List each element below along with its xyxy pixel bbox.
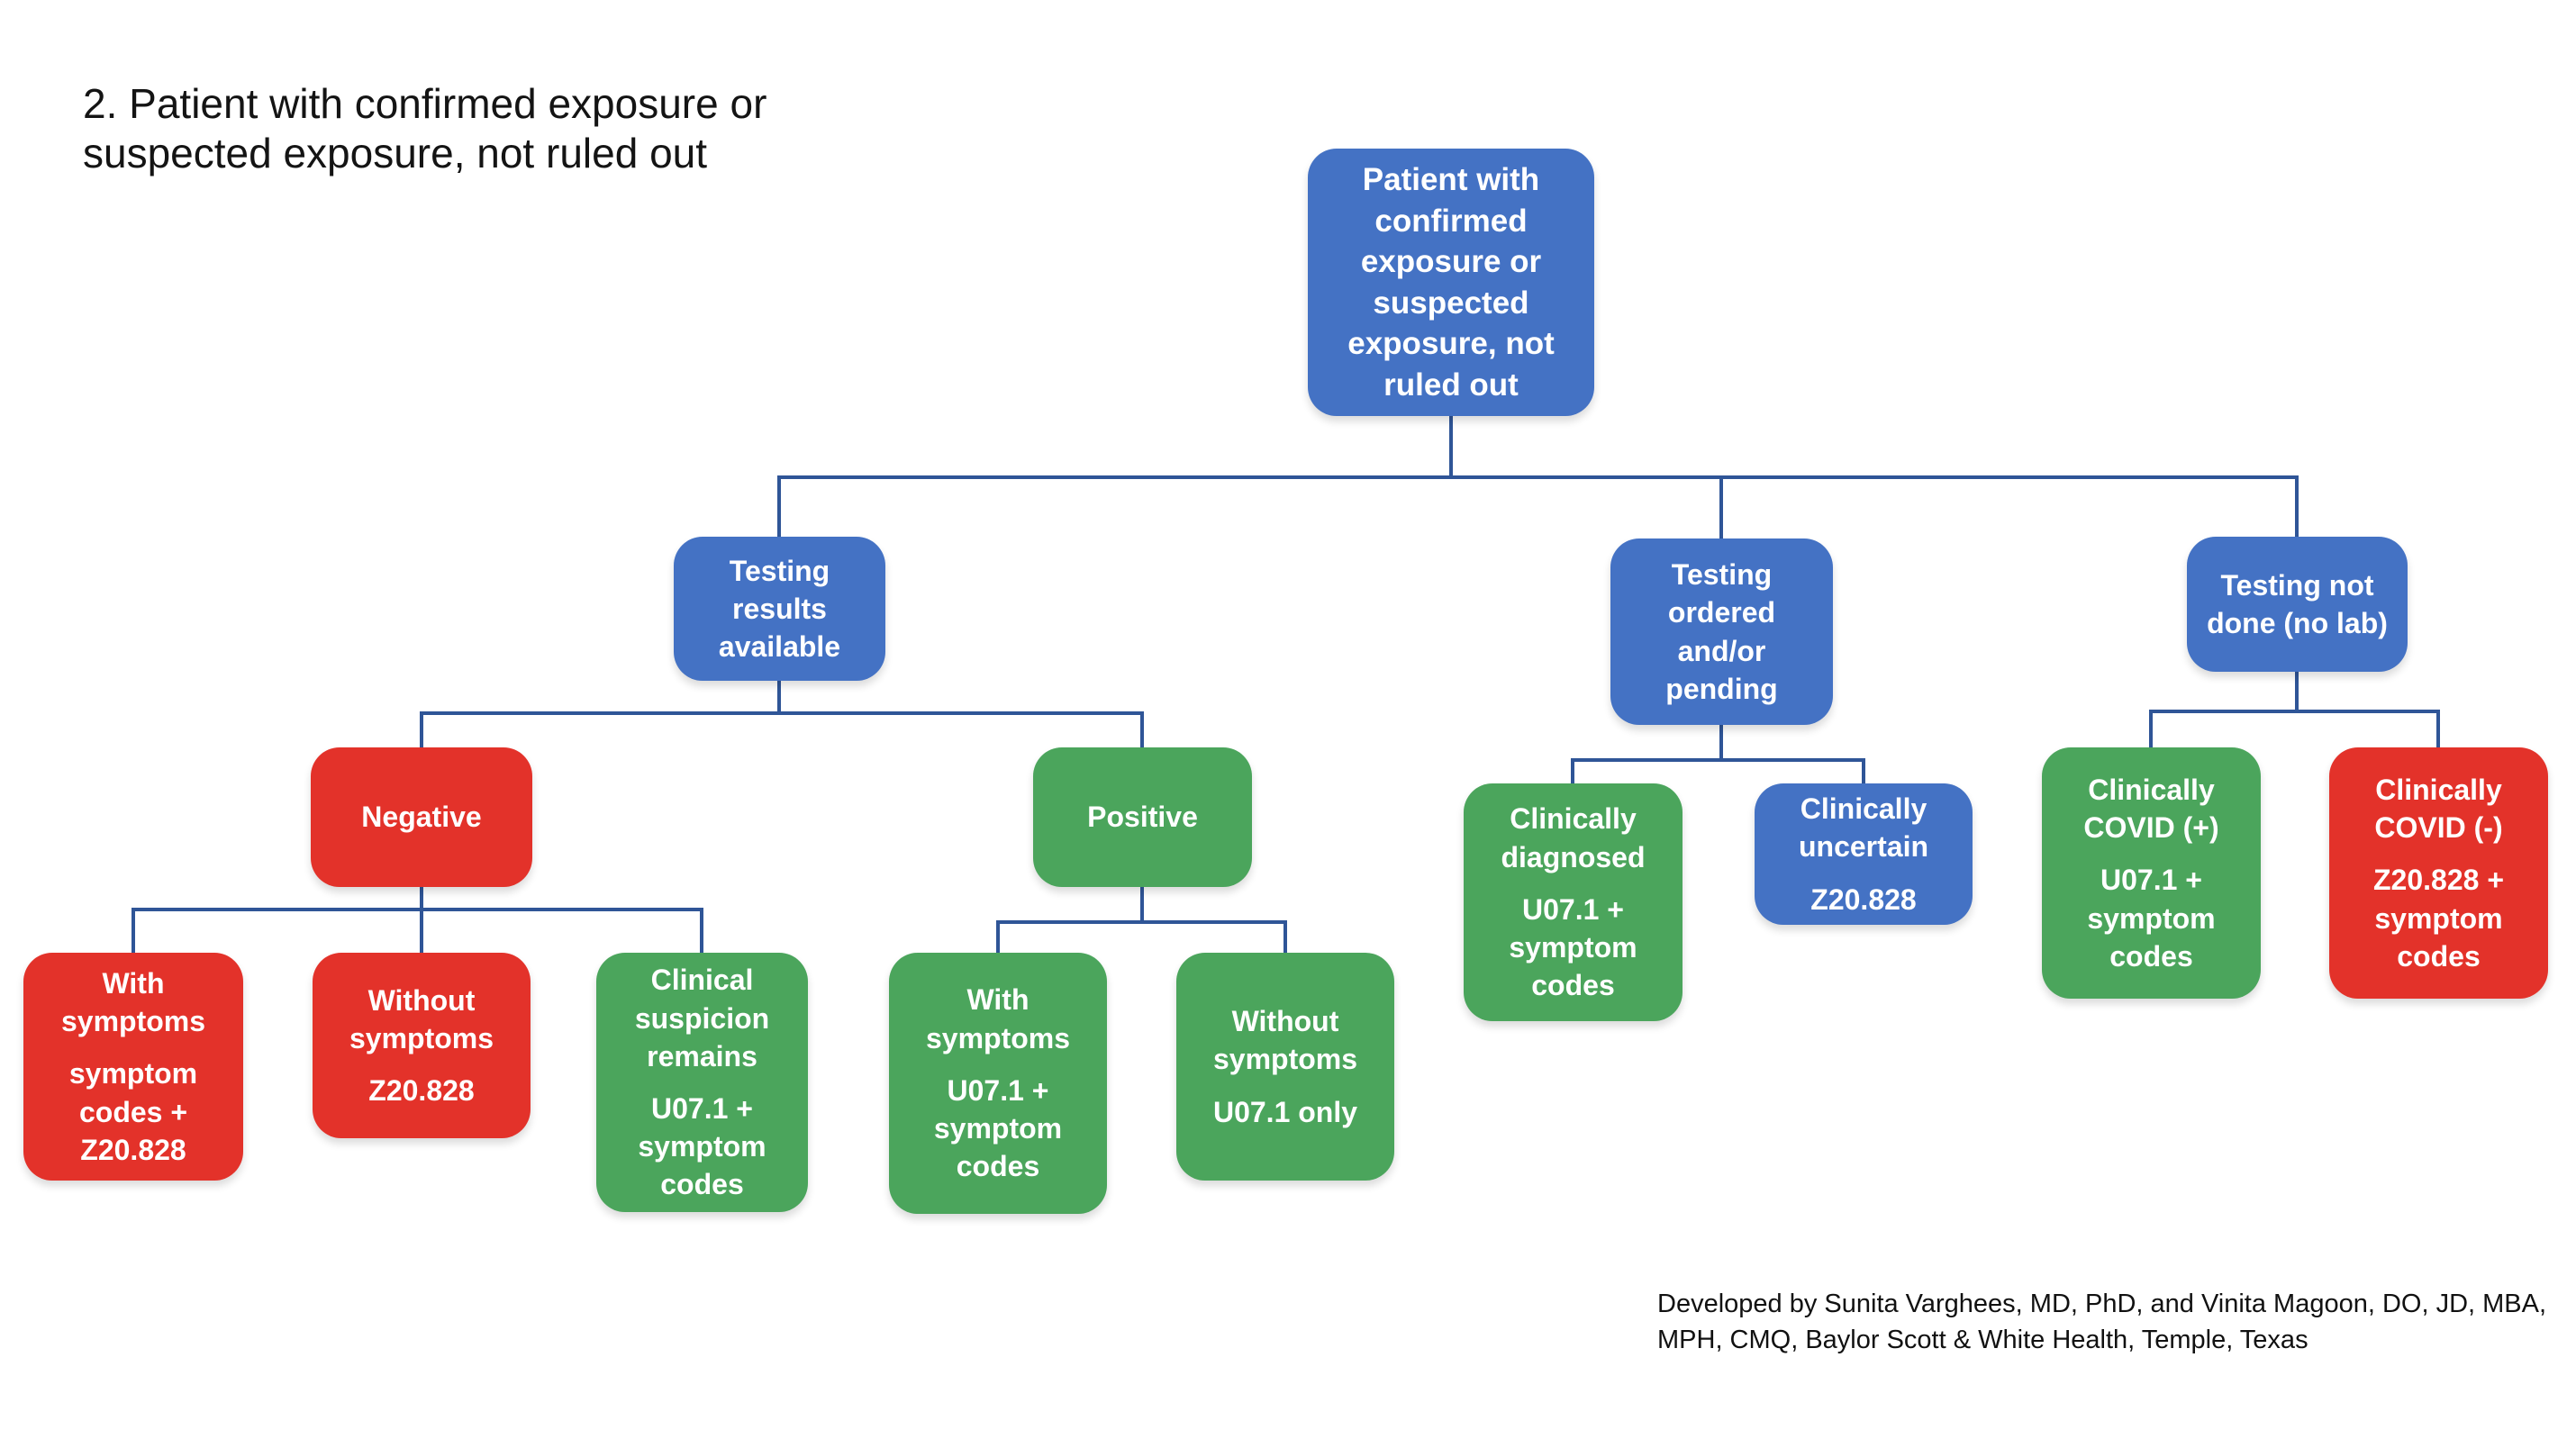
node-positive-label: Positive [1087,801,1198,834]
connector-negative-stub [420,887,423,953]
node-clinically-uncertain-code: Z20.828 [1810,882,1917,916]
connector-root-stub [1449,416,1453,475]
connector-positive-hline [996,920,1287,924]
node-pos-with-symptoms-code: U07.1 + symptom codes [933,1073,1063,1183]
node-positive: Positive [1033,747,1252,887]
node-neg-with-symptoms-code: symptom codes + Z20.828 [68,1057,198,1166]
node-testing-ordered: Testing ordered and/or pending [1610,538,1833,725]
node-neg-without-symptoms-code: Z20.828 [368,1074,475,1108]
connector-drop-testing-not-done [2295,475,2299,537]
node-pos-without-symptoms-code: U07.1 only [1212,1095,1358,1128]
node-clinically-uncertain-label: Clinically uncertain [1798,792,1929,864]
connector-drop-testing-ordered [1719,475,1723,538]
node-neg-with-symptoms: With symptoms symptom codes + Z20.828 [23,953,243,1181]
node-clinical-suspicion-label: Clinical suspicion remains [634,964,770,1072]
connector-drop-pos-with [996,920,1000,953]
connector-drop-negative [420,711,423,747]
node-clinically-uncertain: Clinically uncertain Z20.828 [1755,783,1973,925]
connector-testing-ordered-stub [1719,725,1723,758]
connector-drop-testing-results [777,475,781,537]
node-clinical-suspicion-code: U07.1 + symptom codes [638,1092,766,1201]
connector-negative-hline [132,908,703,911]
connector-drop-clinically-uncertain [1862,758,1865,783]
node-pos-without-symptoms-label: Without symptoms [1212,1005,1358,1076]
node-testing-ordered-label: Testing ordered and/or pending [1665,558,1778,705]
connector-drop-clinical-suspicion [700,908,703,953]
node-clinically-covid-neg-code: Z20.828 + symptom codes [2373,864,2504,973]
node-clinically-diagnosed-code: U07.1 + symptom codes [1509,892,1637,1002]
node-clinically-covid-pos-code: U07.1 + symptom codes [2087,864,2216,973]
attribution-text: Developed by Sunita Varghees, MD, PhD, a… [1657,1290,2547,1355]
connector-drop-positive [1140,711,1144,747]
connector-drop-pos-without [1283,920,1287,953]
node-pos-with-symptoms: With symptoms U07.1 + symptom codes [889,953,1107,1214]
connector-testing-not-done-stub [2295,672,2299,710]
node-clinically-covid-pos: Clinically COVID (+) U07.1 + symptom cod… [2042,747,2261,999]
node-clinically-diagnosed: Clinically diagnosed U07.1 + symptom cod… [1464,783,1683,1021]
node-neg-without-symptoms-label: Without symptoms [349,983,494,1054]
node-clinically-diagnosed-label: Clinically diagnosed [1501,802,1646,873]
node-root-label: Patient with confirmed exposure or suspe… [1347,162,1555,403]
node-pos-without-symptoms: Without symptoms U07.1 only [1176,953,1394,1181]
node-pos-with-symptoms-label: With symptoms [925,983,1071,1054]
node-clinically-covid-neg-label: Clinically COVID (-) [2374,773,2503,845]
connector-level1-hline [777,475,2299,479]
node-testing-results: Testing results available [674,537,885,681]
node-testing-not-done: Testing not done (no lab) [2187,537,2408,672]
connector-testing-results-stub [777,681,781,711]
node-clinical-suspicion: Clinical suspicion remains U07.1 + sympt… [596,953,808,1212]
node-negative: Negative [311,747,532,887]
node-negative-label: Negative [361,801,482,834]
connector-drop-neg-with [132,908,135,953]
connector-ordered-hline [1571,758,1865,762]
node-clinically-covid-neg: Clinically COVID (-) Z20.828 + symptom c… [2329,747,2548,999]
connector-drop-clinically-diagnosed [1571,758,1574,783]
connector-drop-covid-neg [2436,710,2440,747]
node-testing-not-done-label: Testing not done (no lab) [2207,568,2388,639]
page-title: 2. Patient with confirmed exposure or su… [83,80,767,177]
node-clinically-covid-pos-label: Clinically COVID (+) [2083,773,2219,845]
node-neg-with-symptoms-label: With symptoms [60,966,206,1038]
connector-drop-covid-pos [2149,710,2153,747]
connector-results-hline [420,711,1144,715]
node-root: Patient with confirmed exposure or suspe… [1308,149,1594,416]
connector-positive-stub [1140,887,1144,920]
node-testing-results-label: Testing results available [718,554,841,664]
connector-not-done-hline [2149,710,2440,713]
node-neg-without-symptoms: Without symptoms Z20.828 [313,953,531,1138]
